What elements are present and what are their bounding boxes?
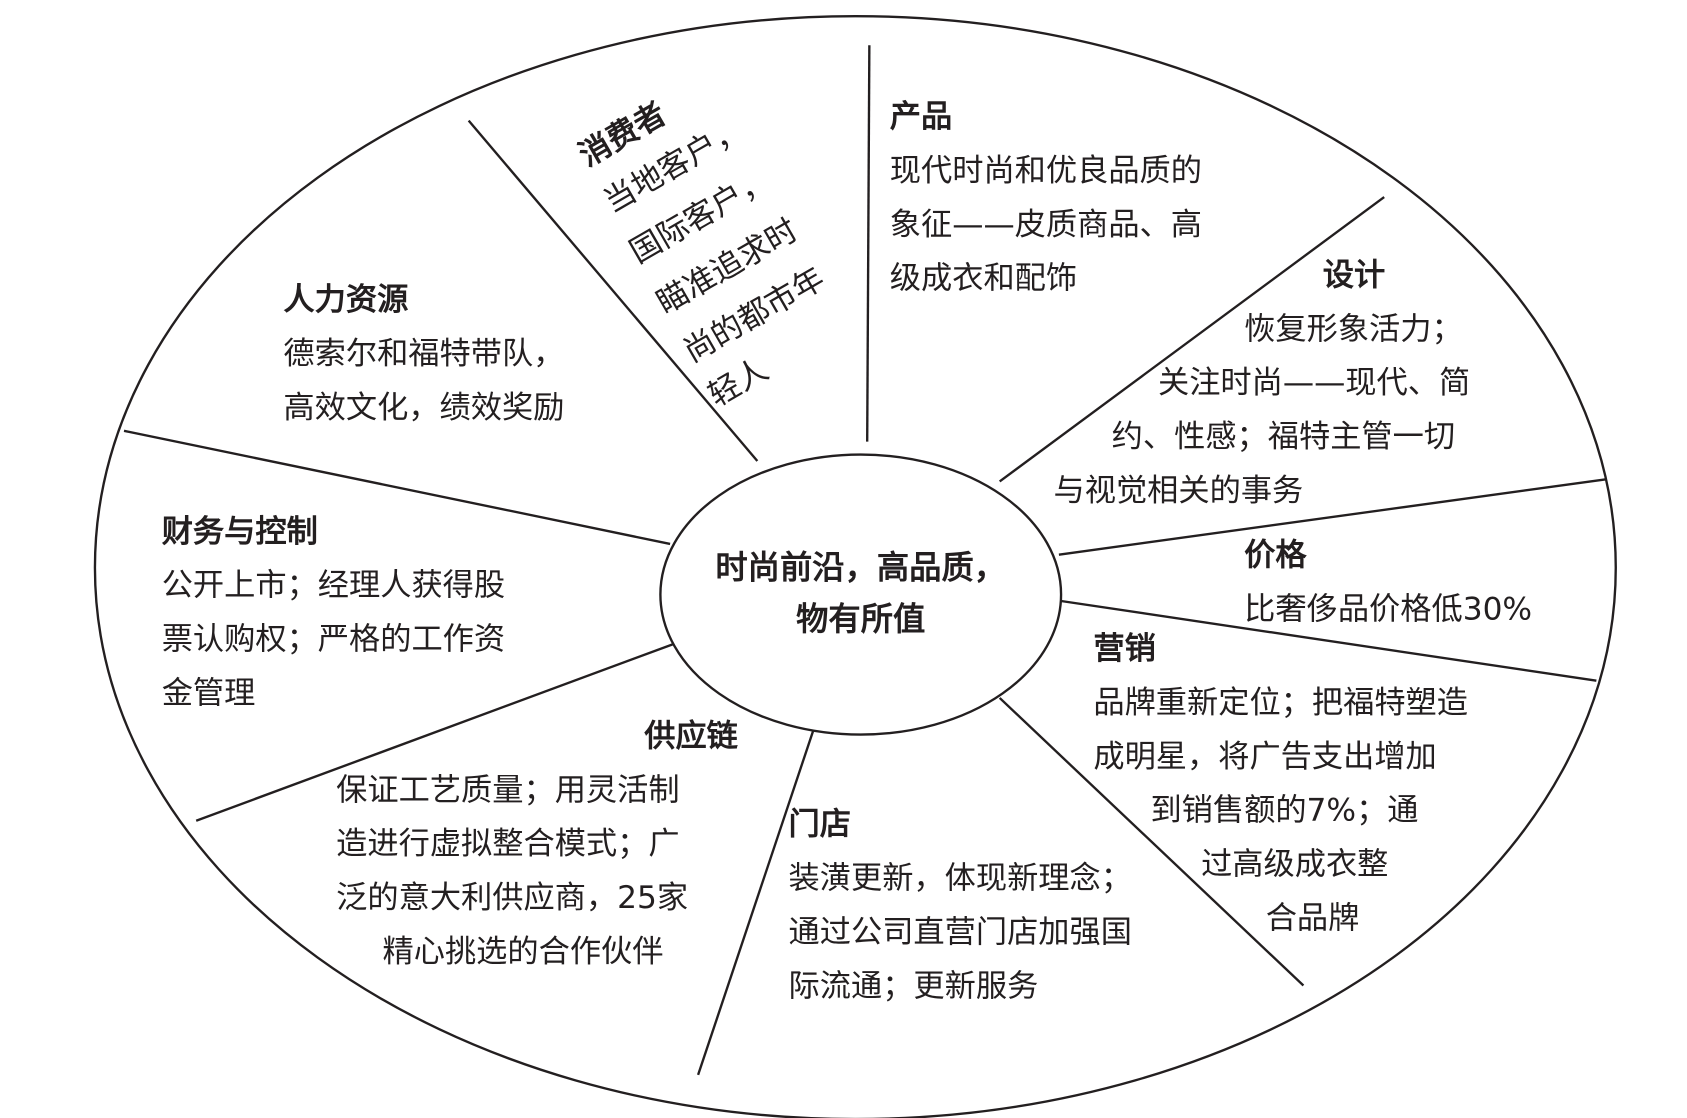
segment-text: 关注时尚——现代、简 [1158,365,1470,401]
segment-hr: 人力资源 德索尔和福特带队， 高效文化，绩效奖励 [283,282,564,426]
segment-title: 产品 [890,99,952,135]
segment-price: 价格 比奢侈品价格低30% [1244,537,1532,627]
center-text: 物有所值 [796,600,925,638]
segment-text: 象征——皮质商品、高 [890,207,1202,243]
segment-finance: 财务与控制 公开上市；经理人获得股 票认购权；严格的工作资 金管理 [162,514,505,712]
segment-title: 门店 [789,807,851,843]
segment-text: 过高级成衣整 [1201,847,1388,883]
segment-supply-chain: 供应链 保证工艺质量；用灵活制 造进行虚拟整合模式；广 泛的意大利供应商，25家… [336,718,738,969]
divider-line [998,697,1305,987]
segment-text: 约、性感；福特主管一切 [1112,419,1455,455]
segment-text: 金管理 [162,675,256,711]
segment-text: 比奢侈品价格低30% [1244,591,1532,627]
segment-design: 设计 恢复形象活力； 关注时尚——现代、简 约、性感；福特主管一切 与视觉相关的… [1054,257,1471,508]
segment-consumer: 消费者 当地客户， 国际客户， 瞄准追求时 尚的都市年 轻人 [573,96,831,414]
outer-ellipse [93,15,1617,1118]
segment-marketing: 营销 品牌重新定位；把福特塑造 成明星，将广告支出增加 到销售额的7%；通 过高… [1093,631,1468,936]
segment-title: 供应链 [643,718,738,754]
segment-product: 产品 现代时尚和优良品质的 象征——皮质商品、高 级成衣和配饰 [890,99,1202,297]
divider-line [1060,599,1597,682]
segment-text: 装潢更新，体现新理念； [789,861,1132,897]
segment-text: 高效文化，绩效奖励 [283,390,564,426]
segment-text: 造进行虚拟整合模式；广 [336,826,679,862]
segment-text: 品牌重新定位；把福特塑造 [1093,685,1468,721]
segment-text: 轻人 [702,352,774,414]
segment-text: 到销售额的7%；通 [1150,793,1418,829]
segment-title: 营销 [1093,631,1155,667]
segment-text: 公开上市；经理人获得股 [162,568,505,604]
segment-text: 泛的意大利供应商，25家 [336,880,688,916]
segment-text: 与视觉相关的事务 [1054,473,1304,509]
divider-lines [123,45,1607,1076]
divider-line [195,642,674,822]
segment-stores: 门店 装潢更新，体现新理念； 通过公司直营门店加强国 际流通；更新服务 [789,807,1132,1005]
segment-title: 人力资源 [283,282,408,318]
segment-text: 恢复形象活力； [1244,311,1463,347]
segment-title: 设计 [1323,257,1385,293]
divider-line [467,119,759,462]
divider-line [998,196,1385,483]
center-text: 时尚前沿，高品质， [715,548,1006,586]
divider-line [123,429,671,546]
divider-line [866,45,871,442]
divider-line [1058,478,1607,556]
segment-text: 级成衣和配饰 [890,261,1077,297]
segment-text: 票认购权；严格的工作资 [162,621,505,657]
segment-text: 精心挑选的合作伙伴 [383,934,664,970]
segment-text: 成明星，将广告支出增加 [1093,739,1436,775]
segment-text: 通过公司直营门店加强国 [789,914,1132,950]
segment-text: 保证工艺质量；用灵活制 [336,772,679,808]
segment-text: 现代时尚和优良品质的 [890,153,1202,189]
segment-text: 合品牌 [1266,900,1360,936]
divider-line [696,729,815,1076]
center-ellipse [659,453,1063,736]
segment-title: 财务与控制 [162,514,318,550]
segment-text: 德索尔和福特带队， [283,336,564,372]
segment-text: 际流通；更新服务 [789,968,1039,1004]
segment-title: 价格 [1244,537,1307,573]
